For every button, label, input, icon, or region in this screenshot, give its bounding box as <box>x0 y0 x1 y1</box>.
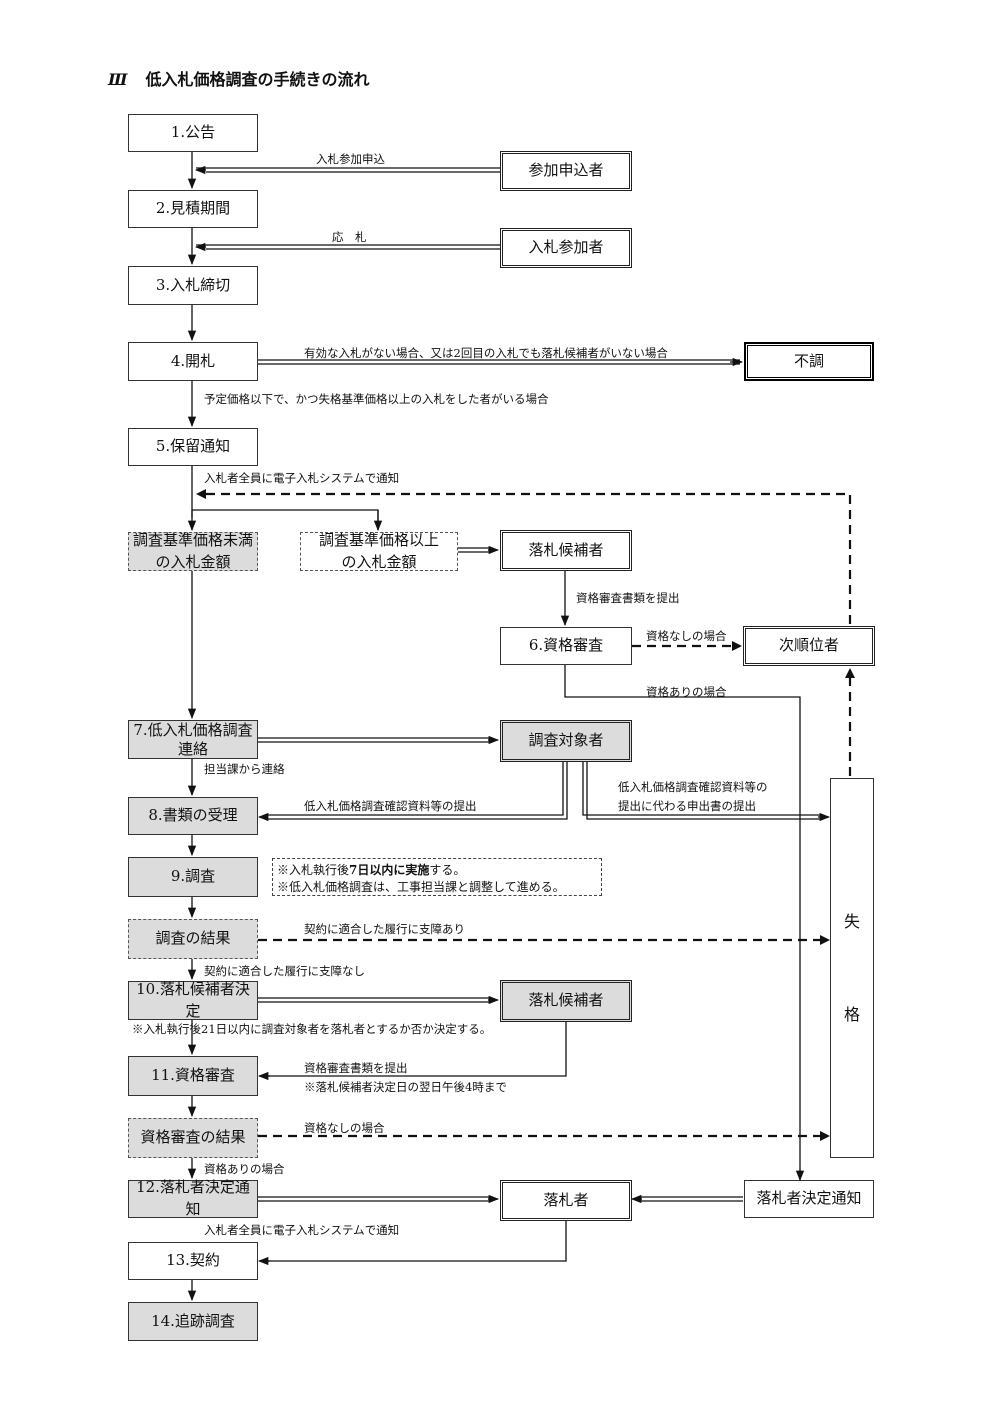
qualification-result: 資格審査の結果 <box>128 1118 258 1158</box>
label-in-lieu-line2: 提出に代わる申出書の提出 <box>618 799 756 813</box>
step-13-contract: 13.契約 <box>128 1242 258 1280</box>
amount-below-standard: 調査基準価格未満 の入札金額 <box>128 530 258 571</box>
step-2-estimate-period: 2.見積期間 <box>128 190 258 228</box>
label-submit-confirm-docs: 低入札価格調査確認資料等の提出 <box>304 799 477 813</box>
amount-above-standard: 調査基準価格以上 の入札金額 <box>300 530 458 571</box>
step-7-line2: 連絡 <box>177 739 208 758</box>
step-5-hold-notice: 5.保留通知 <box>128 428 258 466</box>
label-within-price: 予定価格以下で、かつ失格基準価格以上の入札をした者がいる場合 <box>204 392 549 406</box>
section-title: 低入札価格調査の手続きの流れ <box>145 70 370 89</box>
label-notify-all: 入札者全員に電子入札システムで通知 <box>204 471 400 485</box>
candidate-box: 落札候補者 <box>500 530 632 571</box>
label-notify-all-2: 入札者全員に電子入札システムで通知 <box>204 1223 400 1237</box>
amount-below-line1: 調査基準価格未満 <box>132 530 253 549</box>
next-rank-box: 次順位者 <box>743 626 875 666</box>
step-9-investigation: 9.調査 <box>128 857 258 897</box>
label-in-lieu-line1: 低入札価格調査確認資料等の <box>618 780 768 794</box>
step-6-qualification-review: 6.資格審査 <box>500 627 632 665</box>
label-performance-problem: 契約に適合した履行に支障あり <box>304 922 465 936</box>
investigation-result: 調査の結果 <box>128 919 258 959</box>
winner-box: 落札者 <box>500 1180 632 1221</box>
winner-decision-notice-box: 落札者決定通知 <box>744 1180 874 1218</box>
label-apply: 入札参加申込 <box>316 152 385 166</box>
investigation-subject-box: 調査対象者 <box>500 720 632 762</box>
step-12-winner-notice: 12.落札者決定通知 <box>128 1178 258 1218</box>
disqualification-char1: 失 <box>843 911 860 931</box>
note-line1-post: する。 <box>429 863 466 877</box>
label-not-qualified-2: 資格なしの場合 <box>304 1121 385 1135</box>
step-7-low-bid-contact: 7.低入札価格調査 連絡 <box>128 720 258 759</box>
amount-below-line2: の入札金額 <box>155 552 231 571</box>
applicant-box: 参加申込者 <box>500 151 632 191</box>
note-deadline: ※落札候補者決定日の翌日午後4時まで <box>304 1080 507 1094</box>
bidder-box: 入札参加者 <box>500 228 632 268</box>
step-4-bid-opening: 4.開札 <box>128 342 258 381</box>
amount-above-line2: の入札金額 <box>341 552 417 571</box>
candidate-decided-box: 落札候補者 <box>500 980 632 1022</box>
step-1-notice: 1.公告 <box>128 114 258 152</box>
note-line2: ※低入札価格調査は、工事担当課と調整して進める。 <box>277 879 565 894</box>
label-qualified-2: 資格ありの場合 <box>204 1162 285 1176</box>
label-submit-docs: 資格審査書類を提出 <box>576 591 680 605</box>
step-8-document-receipt: 8.書類の受理 <box>128 797 258 835</box>
label-qualified: 資格ありの場合 <box>646 685 727 699</box>
section-number: Ⅲ <box>108 70 128 89</box>
label-submit-docs-2: 資格審査書類を提出 <box>304 1061 408 1075</box>
note-21-days: ※入札執行後21日以内に調査対象者を落札者とするか否か決定する。 <box>132 1022 492 1036</box>
investigation-note-box: ※入札執行後7日以内に実施する。 ※低入札価格調査は、工事担当課と調整して進める… <box>272 858 602 896</box>
note-line1-pre: ※入札執行後 <box>277 863 350 877</box>
label-no-performance-problem: 契約に適合した履行に支障なし <box>204 964 365 978</box>
step-7-line1: 7.低入札価格調査 <box>133 720 253 739</box>
disqualification-box: 失 格 <box>830 778 874 1158</box>
step-3-bid-deadline: 3.入札締切 <box>128 266 258 305</box>
step-14-follow-up-survey: 14.追跡調査 <box>128 1302 258 1341</box>
no-award-box: 不調 <box>744 342 874 381</box>
label-contact-from-dept: 担当課から連絡 <box>204 762 285 776</box>
label-bid: 応 札 <box>332 230 367 244</box>
label-not-qualified: 資格なしの場合 <box>646 629 727 643</box>
note-line1-bold: 7日以内に実施 <box>349 863 430 877</box>
disqualification-char2: 格 <box>843 1005 860 1024</box>
page-title: Ⅲ 低入札価格調査の手続きの流れ <box>108 66 370 90</box>
step-10-candidate-decision: 10.落札候補者決定 <box>128 980 258 1020</box>
amount-above-line1: 調査基準価格以上 <box>318 530 439 549</box>
note-line1: ※入札執行後7日以内に実施する。 <box>277 859 597 882</box>
label-no-valid-bid: 有効な入札がない場合、又は2回目の入札でも落札候補者がいない場合 <box>304 346 668 360</box>
step-11-qualification-review: 11.資格審査 <box>128 1056 258 1096</box>
